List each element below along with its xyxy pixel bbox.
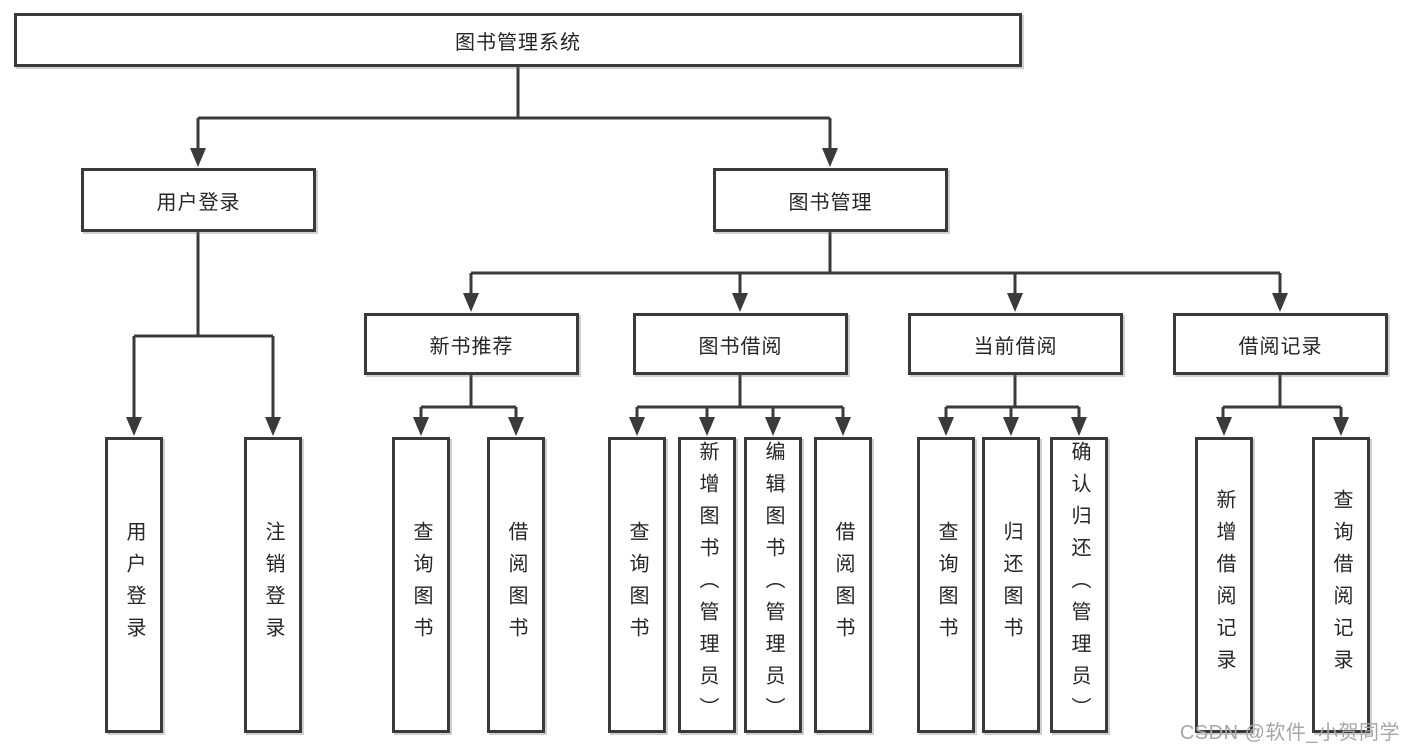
node-borrowing-borrow-books-label: 借阅图书 — [832, 521, 854, 649]
node-logout-label: 注销登录 — [262, 521, 284, 649]
connector-book-management-children — [469, 232, 1282, 298]
node-book-borrowing: 图书借阅 — [633, 313, 848, 375]
arrowhead — [126, 417, 142, 436]
node-user-login-group: 用户登录 — [81, 168, 316, 232]
node-root: 图书管理系统 — [14, 13, 1022, 67]
arrowhead — [1216, 417, 1232, 436]
node-current-return-books: 归还图书 — [982, 437, 1040, 733]
connector-new-book-recommend-children — [419, 375, 518, 422]
node-user-login-group-label: 用户登录 — [156, 191, 241, 214]
connector-current-borrowing-children — [944, 375, 1081, 422]
connector-root-to-level2 — [196, 67, 832, 153]
node-recommend-query-books: 查询图书 — [392, 437, 450, 733]
node-current-confirm-return-label: 确认归还（管理员） — [1068, 441, 1090, 729]
arrowhead — [732, 293, 748, 312]
node-book-management: 图书管理 — [713, 168, 948, 232]
arrowhead — [835, 417, 851, 436]
node-user-login-label: 用户登录 — [123, 521, 145, 649]
node-borrowing-query-books-label: 查询图书 — [626, 521, 648, 649]
node-records-add-record-label: 新增借阅记录 — [1213, 489, 1235, 681]
arrowhead — [463, 293, 479, 312]
node-current-confirm-return: 确认归还（管理员） — [1050, 437, 1108, 733]
arrowhead — [822, 148, 838, 167]
node-borrowing-add-books: 新增图书（管理员） — [678, 437, 736, 733]
arrowhead — [629, 417, 645, 436]
node-recommend-query-books-label: 查询图书 — [410, 521, 432, 649]
arrowhead — [765, 417, 781, 436]
connector-book-borrowing-children — [635, 375, 845, 422]
node-book-management-label: 图书管理 — [788, 191, 873, 214]
node-current-return-books-label: 归还图书 — [1000, 521, 1022, 649]
node-records-add-record: 新增借阅记录 — [1195, 437, 1253, 733]
node-book-borrowing-label: 图书借阅 — [698, 335, 783, 358]
arrowheads — [126, 148, 1349, 436]
node-new-book-recommend-label: 新书推荐 — [429, 335, 514, 358]
arrowhead — [1071, 417, 1087, 436]
node-new-book-recommend: 新书推荐 — [364, 313, 579, 375]
arrowhead — [1003, 417, 1019, 436]
arrowhead — [1007, 293, 1023, 312]
node-current-query-books: 查询图书 — [917, 437, 975, 733]
node-borrowing-add-books-label: 新增图书（管理员） — [696, 441, 718, 729]
node-borrowing-edit-books: 编辑图书（管理员） — [744, 437, 802, 733]
node-root-label: 图书管理系统 — [455, 31, 581, 54]
node-records-query-record-label: 查询借阅记录 — [1330, 489, 1352, 681]
node-user-login: 用户登录 — [105, 437, 163, 733]
node-borrowing-edit-books-label: 编辑图书（管理员） — [762, 441, 784, 729]
node-borrowing-records-label: 借阅记录 — [1238, 335, 1323, 358]
arrowhead — [699, 417, 715, 436]
node-borrowing-records: 借阅记录 — [1173, 313, 1388, 375]
arrowhead — [413, 417, 429, 436]
arrowhead — [938, 417, 954, 436]
arrowhead — [265, 417, 281, 436]
connector-user-login-children — [132, 232, 275, 422]
arrowhead — [508, 417, 524, 436]
node-current-query-books-label: 查询图书 — [935, 521, 957, 649]
arrowhead — [1333, 417, 1349, 436]
connector-paths — [132, 67, 1343, 422]
node-recommend-borrow-books: 借阅图书 — [487, 437, 545, 733]
connector-borrowing-records-children — [1221, 375, 1343, 422]
node-logout: 注销登录 — [244, 437, 302, 733]
arrowhead — [1272, 293, 1288, 312]
node-recommend-borrow-books-label: 借阅图书 — [505, 521, 527, 649]
node-borrowing-borrow-books: 借阅图书 — [814, 437, 872, 733]
node-current-borrowing-label: 当前借阅 — [973, 335, 1058, 358]
node-current-borrowing: 当前借阅 — [908, 313, 1123, 375]
node-borrowing-query-books: 查询图书 — [608, 437, 666, 733]
arrowhead — [190, 148, 206, 167]
node-records-query-record: 查询借阅记录 — [1312, 437, 1370, 733]
